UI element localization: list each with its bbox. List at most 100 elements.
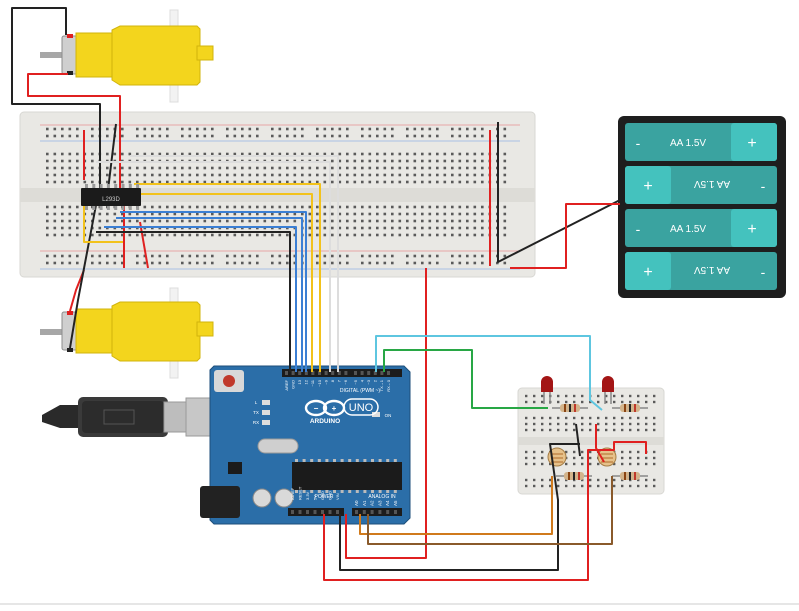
svg-text:+: + <box>332 404 337 413</box>
battery-plus-label: + <box>643 264 652 281</box>
wire-black <box>69 204 97 349</box>
on-led-label: ON <box>385 413 392 418</box>
analog-pin-label: A1 <box>362 500 367 506</box>
battery-pack: + - AA 1.5V + - AA 1.5V + - AA 1.5V + - AA 1.5V <box>618 116 786 298</box>
wire-yellow <box>83 205 124 243</box>
analog-pin-label: A4 <box>385 500 390 506</box>
led-left <box>541 376 553 404</box>
small-breadboard <box>517 387 665 495</box>
battery-cell-label: AA 1.5V <box>694 264 730 275</box>
power-pin-label: GND <box>320 491 325 500</box>
battery-plus-label: + <box>747 135 756 152</box>
wire-brown <box>367 476 613 545</box>
wire-red <box>323 441 647 581</box>
battery-minus-label: - <box>636 135 641 151</box>
resistor-bottom-right <box>612 472 648 480</box>
wire-blue <box>116 217 303 372</box>
wire-white <box>96 161 331 372</box>
battery-minus-label: - <box>761 264 766 280</box>
wire-yellow <box>140 193 313 372</box>
battery-cell-label: AA 1.5V <box>670 224 706 235</box>
digital-pin-label: ~5 <box>353 379 358 384</box>
wire-cyan <box>375 335 603 411</box>
wire-red <box>139 221 149 269</box>
board-model-label: UNO <box>349 402 374 414</box>
battery-cell: + - AA 1.5V <box>625 209 777 247</box>
wire-yellow <box>134 183 321 372</box>
battery-cell-label: AA 1.5V <box>670 138 706 149</box>
resistor-top-left <box>552 404 588 412</box>
analog-pin-label: A2 <box>370 500 375 506</box>
battery-plus-label: + <box>643 178 652 195</box>
digital-pin-label: 12 <box>304 379 309 384</box>
resistor-top-right <box>612 404 648 412</box>
battery-minus-label: - <box>761 178 766 194</box>
battery-minus-label: - <box>636 221 641 237</box>
analog-pin-label: A0 <box>354 500 359 506</box>
power-pin-label: IOREF <box>290 487 295 500</box>
digital-pin-label: 4 <box>359 379 364 382</box>
power-pin-label: VIN <box>335 493 340 500</box>
l293d-chip: L293D <box>81 184 141 210</box>
wire-blue <box>120 211 307 372</box>
wire-blue <box>104 226 297 372</box>
digital-pin-label: 8 <box>330 379 335 382</box>
arduino-uno: − + UNO ARDUINO DIGITAL (PWM ~) POWER AN… <box>200 365 411 525</box>
wire-black <box>11 7 101 190</box>
digital-header-label: DIGITAL (PWM ~) <box>340 388 380 394</box>
digital-pin-label: ~3 <box>366 379 371 384</box>
digital-pin-label: ~11 <box>310 379 315 386</box>
board-brand-label: ARDUINO <box>310 418 340 425</box>
power-pin-label: 3.3V <box>305 491 310 500</box>
rx-led-label: RX <box>253 420 259 425</box>
power-pin-label: RESET <box>297 486 302 500</box>
digital-pin-label: 13 <box>297 379 302 384</box>
l293d-label: L293D <box>102 197 120 203</box>
tx-led-label: TX <box>253 410 259 415</box>
photoresistor-right <box>597 447 617 467</box>
small-breadboard-holes <box>525 394 656 488</box>
resistor-bottom-left <box>556 472 592 480</box>
wire-black <box>339 443 580 571</box>
digital-pin-label: GND <box>290 380 295 389</box>
analog-pin-label: A5 <box>393 500 398 506</box>
analog-pin-label: A3 <box>377 500 382 506</box>
wire-red <box>595 424 605 463</box>
wire-black <box>575 423 581 457</box>
wire-black <box>96 231 291 372</box>
analog-header-label: ANALOG IN <box>368 494 396 500</box>
digital-pin-label: AREF <box>284 379 289 390</box>
digital-pin-label: 7 <box>337 379 342 382</box>
svg-text:−: − <box>314 404 319 413</box>
bottom-motor <box>40 287 214 379</box>
digital-pin-label: ~6 <box>343 379 348 384</box>
battery-cell-label: AA 1.5V <box>694 178 730 189</box>
led-right <box>602 376 614 404</box>
wires <box>11 7 647 581</box>
wire-red <box>345 268 427 559</box>
wire-black <box>497 122 621 263</box>
wire-red <box>69 269 85 312</box>
l-led-label: L <box>255 400 258 405</box>
battery-cell: + - AA 1.5V <box>625 166 777 204</box>
wire-red <box>27 73 121 190</box>
power-pin-label: GND <box>327 491 332 500</box>
digital-pin-label: ~9 <box>323 379 328 384</box>
wire-orange <box>359 476 553 535</box>
top-motor <box>40 9 214 103</box>
wire-red <box>510 203 620 269</box>
wire-white <box>130 155 339 372</box>
digital-pin-label: TX→1 <box>379 379 384 391</box>
digital-pin-label: 2 <box>373 379 378 382</box>
battery-cell: + - AA 1.5V <box>625 123 777 161</box>
power-pin-label: 5V <box>312 495 317 500</box>
wire-green <box>383 349 548 409</box>
battery-cell: + - AA 1.5V <box>625 252 777 290</box>
digital-pin-label: ~10 <box>317 379 322 387</box>
digital-pin-label: RX←0 <box>386 379 391 392</box>
battery-plus-label: + <box>747 221 756 238</box>
power-header-label: POWER <box>315 494 334 500</box>
wire-black <box>107 123 117 191</box>
